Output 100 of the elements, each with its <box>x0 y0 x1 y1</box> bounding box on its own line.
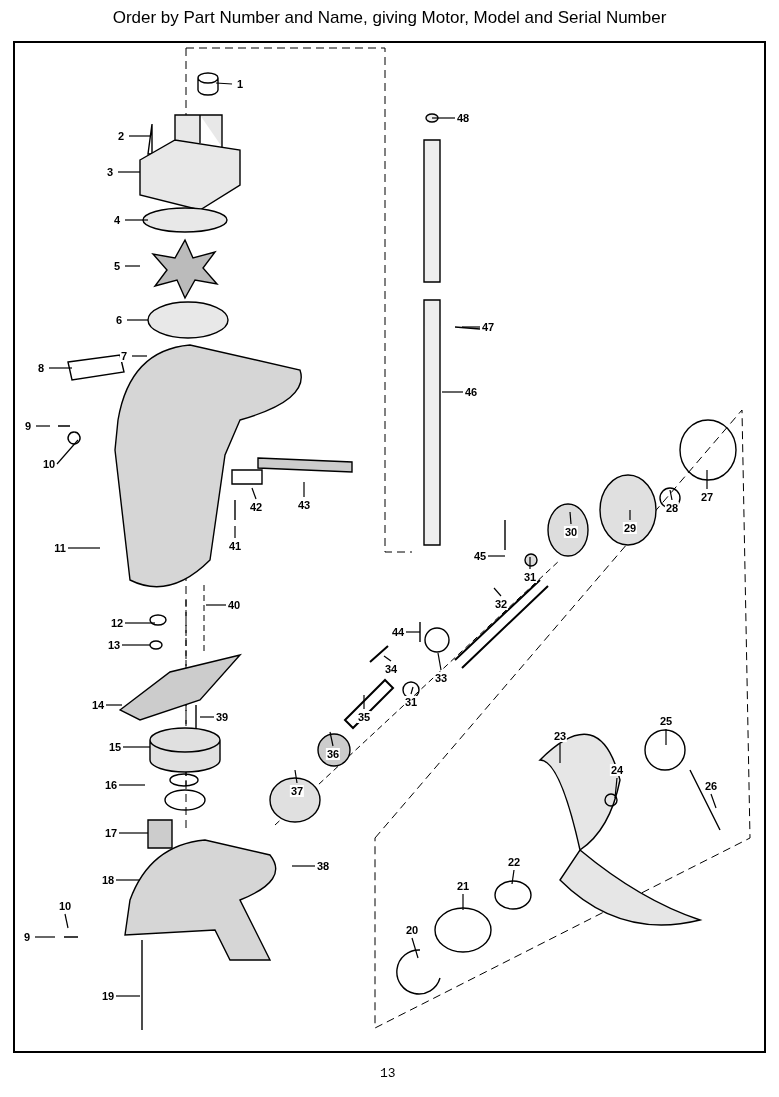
leader-line <box>126 319 149 321</box>
callout-number: 36 <box>325 748 341 760</box>
leader-line <box>118 784 146 786</box>
leader-line <box>462 893 464 911</box>
callout-number: 41 <box>227 540 243 552</box>
callout-number: 40 <box>226 599 242 611</box>
callout-number: 9 <box>22 931 32 943</box>
callout-number: 9 <box>23 420 33 432</box>
leader-line <box>124 265 141 267</box>
leader-line <box>67 547 101 549</box>
leader-line <box>215 82 233 85</box>
leader-line <box>569 511 572 525</box>
callout-number: 24 <box>609 764 625 776</box>
callout-number: 11 <box>53 542 67 554</box>
leader-line <box>115 995 141 997</box>
callout-number: 4 <box>112 214 122 226</box>
callout-number: 46 <box>463 386 479 398</box>
leader-line <box>199 716 215 718</box>
callout-number: 23 <box>552 730 568 742</box>
leader-line <box>48 367 73 369</box>
leader-line <box>493 587 502 597</box>
leader-line <box>511 869 515 885</box>
leader-line <box>117 171 141 173</box>
callout-number: 20 <box>404 924 420 936</box>
leader-line <box>383 655 392 662</box>
callout-number: 16 <box>103 779 119 791</box>
callout-number: 39 <box>214 711 230 723</box>
callout-number: 3 <box>105 166 115 178</box>
callout-number: 33 <box>433 672 449 684</box>
callout-number: 47 <box>480 321 496 333</box>
callout-number: 12 <box>109 617 125 629</box>
leader-line <box>629 509 631 521</box>
callout-number: 26 <box>703 780 719 792</box>
leader-line <box>115 879 141 881</box>
leader-line <box>487 555 506 557</box>
leader-line <box>291 865 316 867</box>
leader-line <box>122 746 151 748</box>
leader-line <box>706 469 708 490</box>
callout-number: 29 <box>622 522 638 534</box>
leader-line <box>614 777 618 799</box>
callout-number: 38 <box>315 860 331 872</box>
callout-number: 31 <box>522 571 538 583</box>
leader-line <box>411 937 419 959</box>
leader-line <box>205 604 227 606</box>
callout-number: 14 <box>90 699 106 711</box>
callout-number: 1 <box>235 78 245 90</box>
page-number: 13 <box>380 1066 396 1081</box>
callout-number: 43 <box>296 499 312 511</box>
leader-line <box>124 622 156 624</box>
leader-line <box>131 355 148 357</box>
callout-number: 34 <box>383 663 399 675</box>
callout-number: 22 <box>506 856 522 868</box>
callout-number: 13 <box>106 639 122 651</box>
leader-line <box>35 425 51 427</box>
leader-line <box>410 686 414 695</box>
leader-line <box>56 439 79 465</box>
callout-number: 10 <box>57 900 73 912</box>
leader-line <box>529 556 531 570</box>
leader-line <box>234 525 236 539</box>
callout-number: 5 <box>112 260 122 272</box>
callout-number: 31 <box>403 696 419 708</box>
callout-number: 44 <box>390 626 406 638</box>
callout-number: 21 <box>455 880 471 892</box>
callout-number: 35 <box>356 711 372 723</box>
leader-line <box>294 769 298 784</box>
leader-line <box>303 481 305 498</box>
leader-line <box>665 728 667 746</box>
callout-number: 10 <box>41 458 57 470</box>
callout-number: 37 <box>289 785 305 797</box>
leader-line <box>128 135 151 137</box>
leader-line <box>437 652 442 671</box>
leader-line <box>64 913 69 929</box>
leader-line <box>121 644 151 646</box>
leader-line <box>431 117 456 119</box>
leader-line <box>124 219 149 221</box>
callout-number: 19 <box>100 990 116 1002</box>
callout-number: 48 <box>455 112 471 124</box>
callout-number: 2 <box>116 130 126 142</box>
callout-number: 8 <box>36 362 46 374</box>
leader-line <box>34 936 56 938</box>
leader-line <box>559 743 561 764</box>
callout-number: 15 <box>107 741 123 753</box>
callout-number: 30 <box>563 526 579 538</box>
callout-number: 42 <box>248 501 264 513</box>
leader-line <box>118 832 149 834</box>
leader-line <box>441 391 464 393</box>
leader-line <box>105 704 123 706</box>
callout-number: 32 <box>493 598 509 610</box>
leader-line <box>710 793 717 809</box>
callout-number: 45 <box>472 550 488 562</box>
callout-number: 25 <box>658 715 674 727</box>
page-heading: Order by Part Number and Name, giving Motor, Model and Serial Number <box>111 8 668 28</box>
leader-line <box>251 487 257 500</box>
callout-number: 18 <box>100 874 116 886</box>
leader-line <box>329 731 334 747</box>
leader-line <box>669 489 673 501</box>
callout-number: 27 <box>699 491 715 503</box>
leader-line <box>405 631 421 633</box>
leader-line <box>461 326 481 328</box>
leader-line <box>363 694 365 710</box>
